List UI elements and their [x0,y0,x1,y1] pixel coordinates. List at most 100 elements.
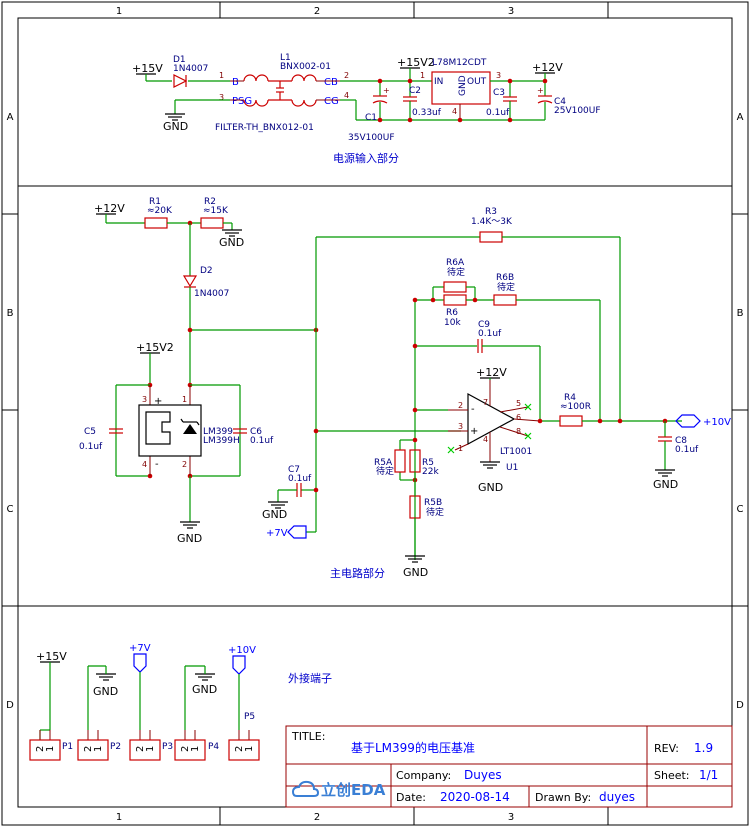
net-label-gnd-opamp: GND [478,481,503,494]
gnd-symbol-r2 [222,229,242,237]
c2-ref: C2 [409,86,421,96]
c5-ref: C5 [84,427,96,437]
capacitor-c1: + C1 35V100UF [348,81,395,143]
lm399-minus: - [155,459,159,470]
gnd-symbol-p4 [195,673,215,681]
c1-ref: C1 [365,113,377,123]
c9-ref: C9 [478,320,490,330]
title-block: TITLE: 基于LM399的电压基准 REV: 1.9 Company: Du… [285,725,733,808]
u1-value: LT1001 [500,447,532,457]
main-circuit-section: +12V R1 ≈20K R2 ≈15K GND D2 1N [79,197,731,580]
reg-pin4: 4 [452,107,457,116]
r6-ref: R6 [446,308,458,318]
p3-net-label: +7V [129,643,151,654]
filter-l1: L1 BNX002-01 B PSG CB CG FILTER-TH_BNX01… [215,53,349,133]
c8-value: 0.1uf [675,445,699,455]
p5-pin1: 1 [244,746,255,752]
capacitor-c8: C8 0.1uf [658,421,699,470]
l1-pin-psg: PSG [232,96,252,107]
r6a-value: 待定 [447,266,465,278]
p4-ref: P4 [208,742,219,752]
date-label: Date: [396,791,426,804]
net-port-10v [675,414,701,428]
capacitor-c6: C6 0.1uf [233,427,274,446]
r6-value: 10k [444,318,461,328]
rev-label: REV: [654,742,679,755]
gnd-symbol-c8 [655,469,675,477]
net-label-15v2: +15V2 [397,56,435,69]
row-label-b: B [7,308,14,319]
c9-value: 0.1uf [478,329,502,339]
connector-p4: 2 1 P4 [174,730,219,761]
p2-ref: P2 [110,742,121,752]
gnd-symbol-c7 [268,501,288,509]
net-label-12v-opamp: +12V [476,366,507,379]
connector-p5: 2 1 P5 [228,712,260,761]
capacitor-c7: C7 0.1uf [288,465,312,497]
net-label-gnd-r5b: GND [403,566,428,579]
p2-net-label: GND [93,685,118,698]
lm399-plus: + [154,396,162,407]
connector-p2: 2 1 P2 [77,730,121,761]
reg-gnd: GND [458,75,468,96]
p1-ref: P1 [62,742,73,752]
row-label-d: D [6,700,14,711]
net-label-10v: +10V [703,417,731,428]
row-label-b-right: B [737,308,744,319]
u1-pin4: 4 [483,435,488,444]
c4-value: 25V100UF [554,106,601,116]
drawn-value: duyes [599,790,635,804]
frame-labels: 1 2 3 1 2 3 A B C D A B C D [6,6,744,823]
logo-text: 立创EDA [321,781,386,799]
r5b-ref: R5B [424,498,442,508]
c7-ref: C7 [288,465,300,475]
capacitor-c3: C3 0.1uf [486,81,517,120]
capacitor-c5: C5 0.1uf [79,427,123,452]
opamp-u1: - + 2 3 1 7 4 5 6 8 LT1001 U1 [448,380,541,473]
gnd-symbol-r5b [405,555,425,563]
sheet-label: Sheet: [654,769,690,782]
gnd-symbol-p2 [96,673,116,681]
l1-value: BNX002-01 [280,62,331,72]
regulator-l78m12: L78M12CDT IN OUT GND 1 3 4 [420,58,501,120]
drawn-label: Drawn By: [535,791,591,804]
r6a-ref: R6A [446,258,465,268]
c3-ref: C3 [493,88,505,98]
c2-value: 0.33uf [412,108,442,118]
d1-value: 1N4007 [173,64,208,74]
r4-ref: R4 [564,393,576,403]
reg-pin1: 1 [420,71,425,80]
u1-pin2: 2 [458,401,463,410]
row-label-d-right: D [736,700,744,711]
p3-port [133,653,147,673]
capacitor-c2: C2 0.33uf [403,81,442,120]
p1-pin1: 1 [45,746,56,752]
reg-out: OUT [467,77,487,87]
reg-ref: L78M12CDT [432,58,487,68]
l1-pin-cg: CG [324,96,339,107]
date-value: 2020-08-14 [440,790,510,804]
lm399-pin1: 1 [182,395,187,404]
lm399-pin4: 4 [142,460,147,469]
c6-ref: C6 [250,427,262,437]
net-label-15v: +15V [132,62,163,75]
c1-plus: + [383,86,390,95]
cloud-icon [291,780,320,797]
col-label-3-bottom: 3 [508,812,514,823]
u1-inv: - [471,404,475,415]
resistor-r5a: R5A 待定 [374,449,406,477]
gnd-symbol-pwr [165,113,185,121]
net-label-gnd-c7: GND [262,508,287,521]
l1-pin-b: B [232,77,239,88]
lm399-reference: 3 1 4 2 + - LM399 LM399H [138,385,240,476]
c3-value: 0.1uf [486,108,510,118]
p1-pin2: 2 [35,746,46,752]
p2-pin2: 2 [83,746,94,752]
d2-ref: D2 [200,266,213,276]
l1-pin2: 2 [344,71,349,80]
net-label-gnd-pwr: GND [163,120,188,133]
col-label-2: 2 [314,6,320,17]
diode-d2: D2 1N4007 [182,266,229,299]
net-label-12v-main: +12V [94,202,125,215]
l1-pin1: 1 [219,71,224,80]
